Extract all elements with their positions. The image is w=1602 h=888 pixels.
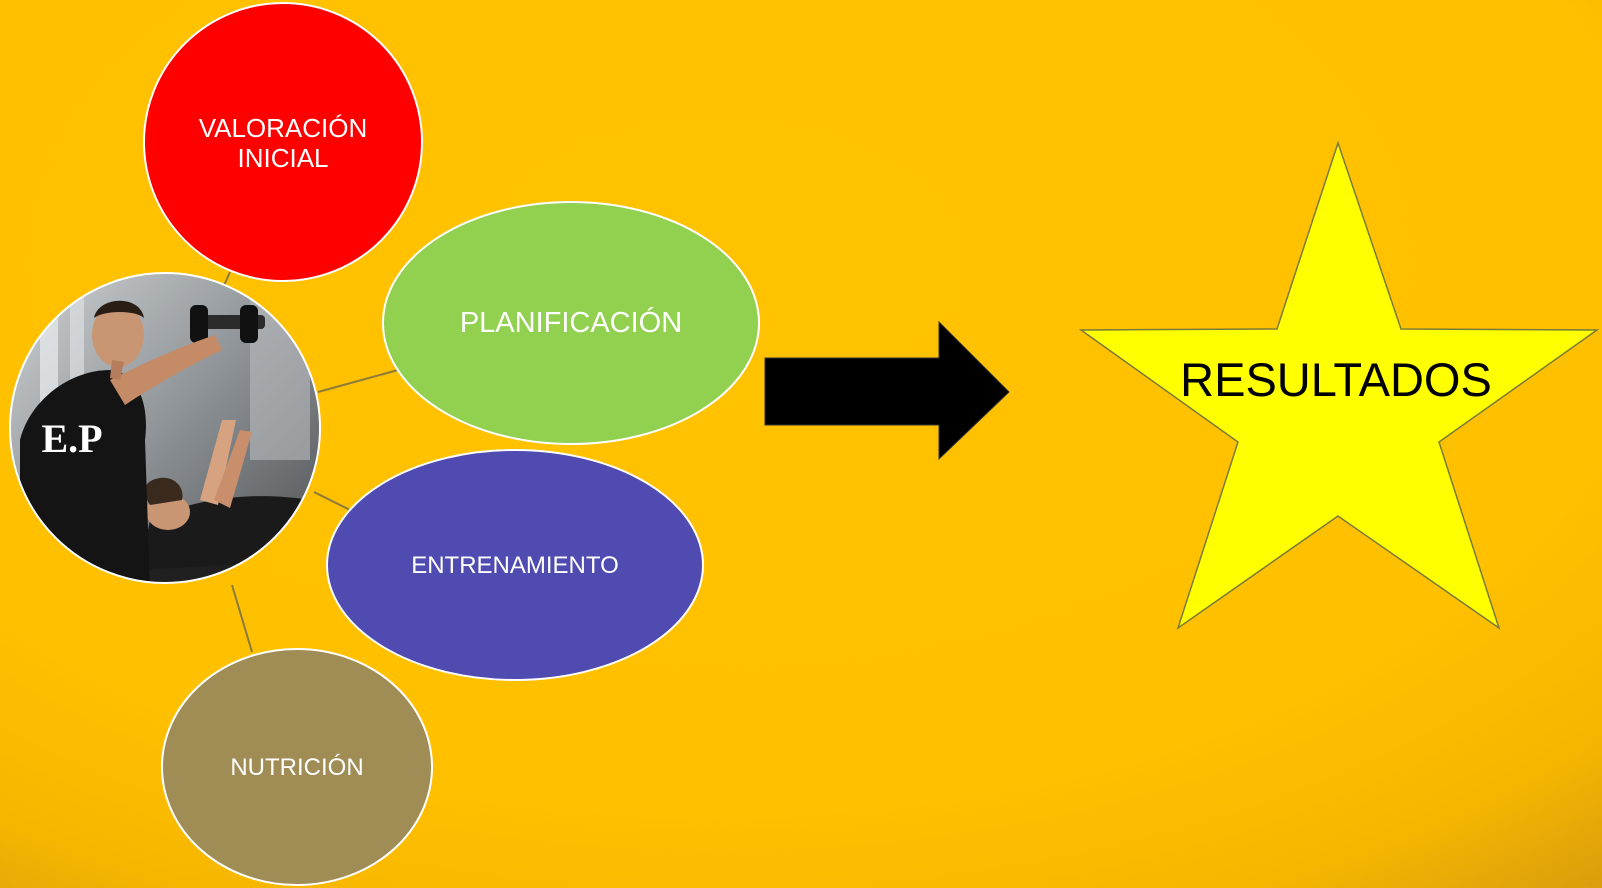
connector-nutricion	[231, 584, 253, 653]
node-label-line-2: INICIAL	[237, 143, 328, 173]
connector-entrenamiento	[313, 491, 351, 511]
right-arrow-icon	[764, 320, 1010, 461]
node-entrenamiento: ENTRENAMIENTO	[326, 449, 704, 681]
result-label: RESULTADOS	[1180, 353, 1492, 406]
arrow-shape	[764, 320, 1010, 461]
node-planificacion: PLANIFICACIÓN	[382, 201, 760, 445]
node-shape	[143, 2, 423, 282]
node-nutricion: NUTRICIÓN	[161, 648, 433, 886]
node-valoracion-inicial: VALORACIÓN INICIAL	[143, 2, 423, 282]
hub-border	[9, 272, 321, 584]
node-shape	[161, 648, 433, 886]
hub-label: E.P	[41, 416, 102, 461]
node-label: PLANIFICACIÓN	[460, 306, 682, 339]
node-shape	[382, 201, 760, 445]
node-label: ENTRENAMIENTO	[411, 552, 619, 579]
node-shape	[326, 449, 704, 681]
hub-node: E.P	[9, 272, 321, 584]
node-label: NUTRICIÓN	[230, 754, 363, 781]
star-icon	[1078, 140, 1600, 630]
connector-planificacion	[317, 369, 399, 393]
node-label-line-1: VALORACIÓN	[199, 113, 368, 143]
result-star: RESULTADOS	[1078, 140, 1600, 630]
